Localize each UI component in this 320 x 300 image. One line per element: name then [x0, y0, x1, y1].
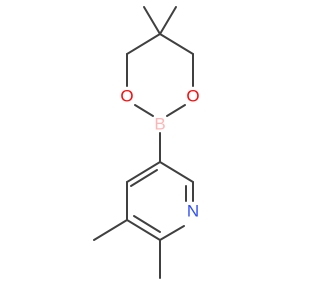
atom-labels: O O B N [120, 87, 199, 221]
bond-c5-c4 [126, 33, 161, 55]
bond-c3-c2-pyr [159, 161, 194, 183]
bond-methyl-left [93, 219, 128, 241]
bond-c6-n [159, 225, 185, 241]
bond-c5-methyl-a [143, 6, 161, 35]
bond-o3-b [166, 104, 186, 117]
bond-o1-b [134, 104, 154, 117]
atom-nitrogen: N [187, 202, 199, 221]
bonds [93, 6, 194, 279]
bond-c5-methyl-b [159, 6, 177, 35]
bond-c5-c6 [159, 33, 194, 55]
atom-boron: B [154, 115, 165, 134]
bond-c3-c4-pyr [126, 161, 161, 183]
bond-c5-c6-pyr-inner [133, 215, 161, 233]
molecule-structure: O O B N [93, 6, 200, 279]
atom-oxygen-left: O [120, 87, 133, 106]
bond-c3-c4-pyr-inner [130, 169, 158, 187]
bond-c5-c6-pyr [126, 219, 161, 241]
atom-oxygen-right: O [186, 87, 199, 106]
